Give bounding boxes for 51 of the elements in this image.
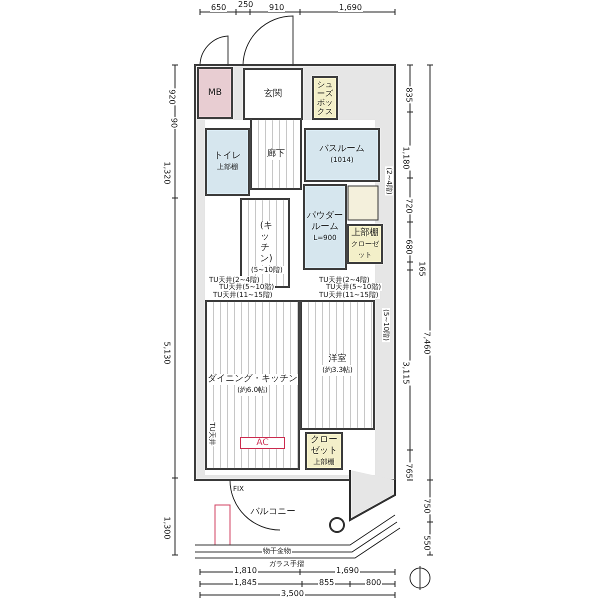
room-name: 玄関 [264,88,282,100]
dimension-value: 1,810 [233,566,258,575]
dimension-value: 1,180 [402,145,410,170]
closet [347,224,383,264]
dimension-value: 1,845 [233,578,258,587]
shoe-cabinet [312,76,338,120]
dimension-value: 1,300 [162,515,172,540]
room-name: AC [256,438,269,448]
dimension-value: 720 [404,196,414,214]
dimension-value: 910 [268,3,286,12]
western-room [300,300,375,430]
powder-room [303,184,347,270]
dimension-value: 765 [404,462,414,480]
dimension-value: 1,320 [162,160,172,185]
room-name: クローゼット [310,434,338,456]
room-name: 洋室 [328,354,346,365]
dimension-value: 3,115 [402,360,410,385]
dimension-value: 920 [168,88,176,106]
room-name: バスルーム [320,144,364,155]
dimension-value: 750 [422,496,432,514]
air-conditioner [240,437,285,449]
dimension-value: 800 [365,578,382,587]
dimension-value: 5,130 [162,340,172,365]
dimension-value: 680 [404,238,414,256]
bathroom [304,128,380,182]
dimension-value: 90 [170,116,178,130]
hallway [250,118,302,190]
room-name: パウダールーム [306,210,344,232]
dimension-value: 7,460 [422,330,432,355]
meter-box [197,67,233,119]
room-name: バルコニー [250,506,296,518]
room-name: シューズボックス [316,80,334,116]
room-name: (キッチン) [260,221,270,265]
dining-kitchen-room [205,300,300,470]
dimension-value: 1,690 [335,566,360,575]
dimension-value: 1,690 [338,3,363,12]
dimension-value: 165 [418,260,426,278]
room-name: トイレ [214,151,241,162]
room-name: 廊下 [267,148,285,160]
room-name: 上部棚 [352,228,378,238]
dimension-value: 855 [318,578,336,587]
dimension-value: 550 [422,534,432,552]
dimension-value: 835 [404,86,414,104]
toilet-room [205,128,250,196]
dimension-value: 3,500 [280,589,305,598]
entrance-area [243,68,303,120]
dimension-value: 250 [237,0,254,9]
room-name: ダイニング・キッチン [208,374,298,385]
closet [305,432,343,470]
room-name: MB [208,88,222,98]
dimension-value: 650 [210,3,228,12]
